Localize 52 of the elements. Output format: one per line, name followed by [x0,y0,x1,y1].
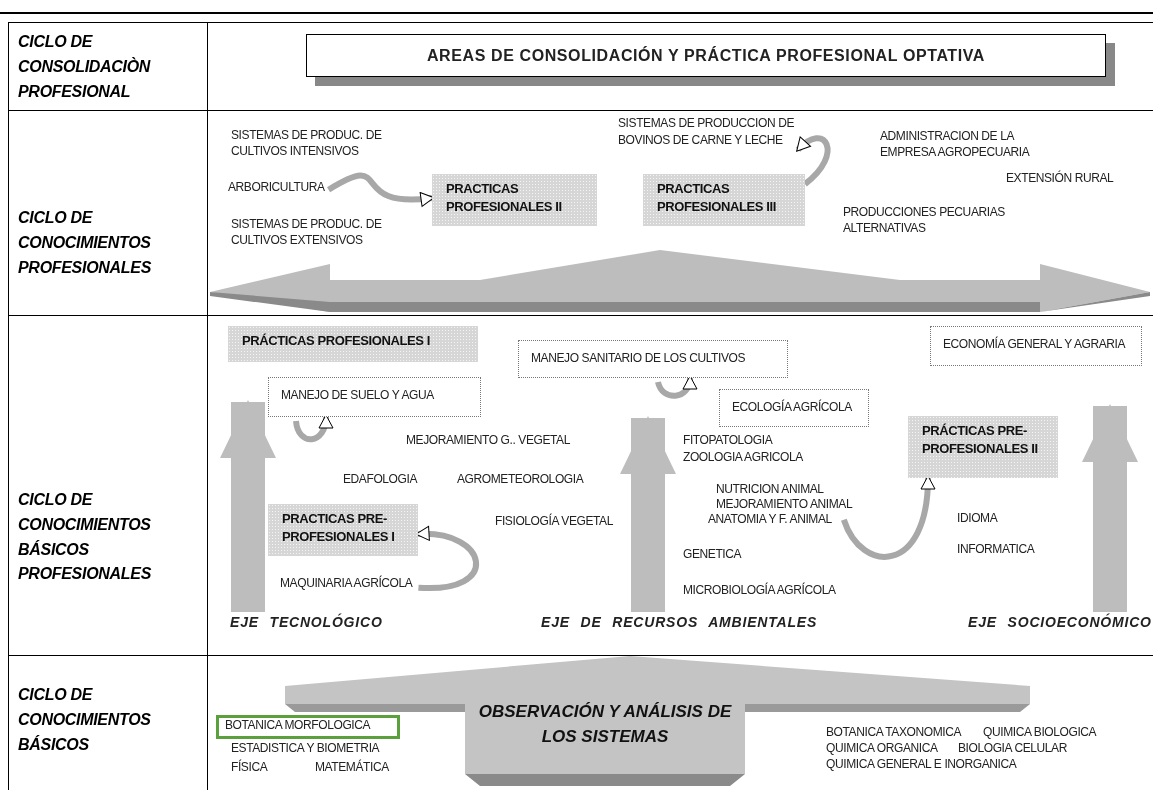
axis-arrow [620,416,676,612]
subject-text: PRODUCCIONES PECUARIAS ALTERNATIVAS [843,204,1006,237]
subject-text: ESTADISTICA Y BIOMETRIA [231,740,380,757]
subject-text: ARBORICULTURA [228,179,325,197]
subject-text: NUTRICION ANIMAL [716,481,824,498]
subject-text: BOTANICA TAXONOMICA [826,724,962,741]
subject-text: BIOLOGIA CELULAR [958,740,1067,757]
practice-box: PRÁCTICAS PROFESIONALES I [228,326,478,362]
subject-text: SISTEMAS DE PRODUC. DE CULTIVOS INTENSIVOS [231,127,383,160]
curved-arrow [795,135,831,187]
practice-box: PRACTICAS PROFESIONALES II [432,174,597,226]
axis-arrow [220,400,276,612]
axis-arrow [1082,404,1138,612]
practice-box: PRÁCTICAS PRE-PROFESIONALES II [908,416,1058,478]
cycle-heading: CICLO DE CONSOLIDACIÒN PROFESIONAL [18,32,152,102]
subject-box: ECOLOGÍA AGRÍCOLA [719,389,869,427]
subject-text: ZOOLOGIA AGRICOLA [683,449,803,466]
subject-text: EDAFOLOGIA [343,471,418,488]
cycle-heading: CICLO DE CONOCIMIENTOS BÁSICOS [18,685,152,755]
shape-label: OBSERVACIÓN Y ANÁLISIS DE LOS SISTEMAS [477,701,733,748]
subject-text: GENETICA [683,546,742,563]
subject-box: ECONOMÍA GENERAL Y AGRARIA [930,326,1142,366]
subject-text: AGROMETEOROLOGIA [457,471,584,488]
subject-text: ANATOMIA Y F. ANIMAL [708,511,832,529]
subject-text: MAQUINARIA AGRÍCOLA [280,575,413,593]
highlighted-subject: BOTANICA MORFOLOGICA [216,715,400,739]
subject-text: MATEMÁTICA [315,759,389,776]
subject-text: FITOPATOLOGIA [683,432,773,449]
practice-box: PRACTICAS PRE-PROFESIONALES I [268,504,418,556]
subject-text: ADMINISTRACION DE LA EMPRESA AGROPECUARIA [880,128,1031,161]
axis-label: EJE DE RECURSOS AMBIENTALES [541,612,818,633]
subject-text: SISTEMAS DE PRODUCCION DE BOVINOS DE CARNE Y LECHE [618,115,818,150]
subject-box: MANEJO DE SUELO Y AGUA [268,377,481,417]
subject-text: QUIMICA GENERAL E INORGANICA [826,756,1017,773]
subject-text: INFORMATICA [957,541,1035,558]
subject-box: MANEJO SANITARIO DE LOS CULTIVOS [518,340,788,378]
subject-text: EXTENSIÓN RURAL [1006,170,1114,187]
axis-label: EJE SOCIOECONÓMICO [968,612,1152,633]
curved-arrow [415,526,479,591]
axis-label: EJE TECNOLÓGICO [230,612,383,633]
subject-text: QUIMICA BIOLOGICA [983,724,1097,741]
subject-text: FÍSICA [231,759,268,776]
subject-text: MICROBIOLOGÍA AGRÍCOLA [683,582,836,599]
practice-box: PRACTICAS PROFESIONALES III [643,174,805,226]
cycle-heading: CICLO DE CONOCIMIENTOS BÁSICOS PROFESIONALES [18,490,152,585]
subject-text: IDIOMA [957,510,998,527]
cycle-heading: CICLO DE CONOCIMIENTOS PROFESIONALES [18,208,152,278]
subject-text: FISIOLOGÍA VEGETAL [495,513,613,530]
subject-text: MEJORAMIENTO ANIMAL [716,496,853,513]
subject-text: SISTEMAS DE PRODUC. DE CULTIVOS EXTENSIVOS [231,216,383,249]
subject-text: MEJORAMIENTO G.. VEGETAL [406,432,570,449]
subject-text: QUIMICA ORGANICA [826,740,938,757]
